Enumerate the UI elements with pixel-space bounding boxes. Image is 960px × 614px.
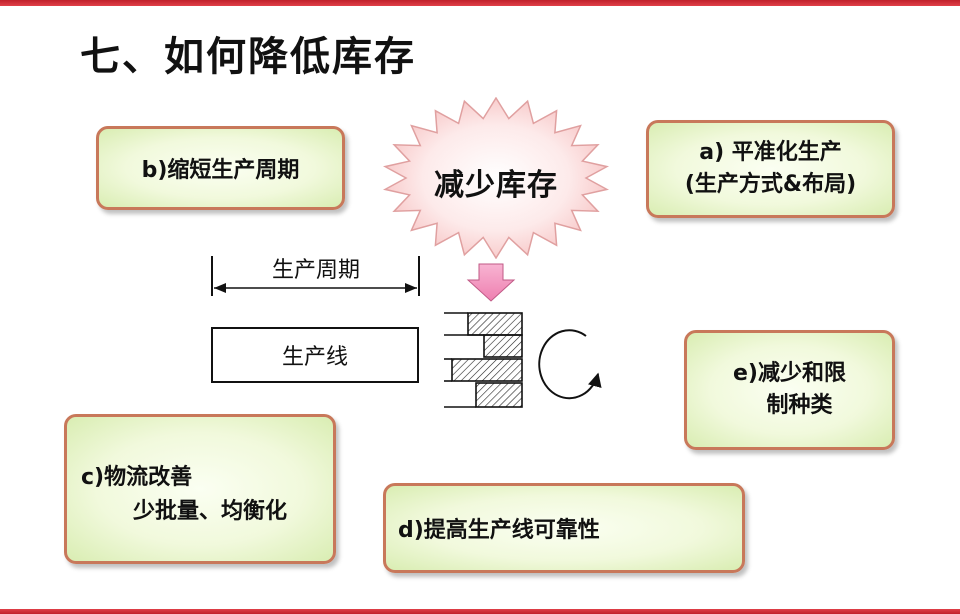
- down-arrow-icon: [466, 263, 516, 302]
- page-title: 七、如何降低库存: [80, 34, 416, 80]
- box-shorten-cycle: b)缩短生产周期: [96, 126, 345, 210]
- bottom-accent-bar: [0, 609, 960, 614]
- starburst-shape: [382, 97, 610, 259]
- box-d-text: d)提高生产线可靠性: [398, 518, 600, 543]
- box-reduce-varieties: e)减少和限 制种类: [684, 330, 895, 450]
- rotation-arrow-icon: [538, 329, 602, 400]
- box-b-text: b)缩短生产周期: [141, 158, 300, 183]
- cycle-label: 生产周期: [271, 258, 360, 283]
- box-leveled-production: a) 平准化生产 (生产方式&布局): [646, 120, 895, 218]
- box-a-line2: (生产方式&布局): [684, 172, 857, 197]
- inventory-stack: [444, 312, 523, 408]
- box-logistics-improvement: c)物流改善 少批量、均衡化: [64, 414, 336, 564]
- box-a-line1: a) 平准化生产: [699, 140, 842, 165]
- cycle-dimension: [211, 256, 420, 296]
- top-accent-bar: [0, 0, 960, 6]
- box-e-line2: 制种类: [766, 393, 833, 418]
- box-c-line1: c)物流改善: [81, 465, 193, 490]
- box-c-line2: 少批量、均衡化: [133, 499, 288, 524]
- box-e-line1: e)减少和限: [733, 361, 846, 386]
- center-label: 减少库存: [434, 168, 558, 203]
- box-line-reliability: d)提高生产线可靠性: [383, 483, 745, 573]
- production-line-label: 生产线: [281, 345, 348, 370]
- production-line-box: 生产线: [211, 327, 419, 383]
